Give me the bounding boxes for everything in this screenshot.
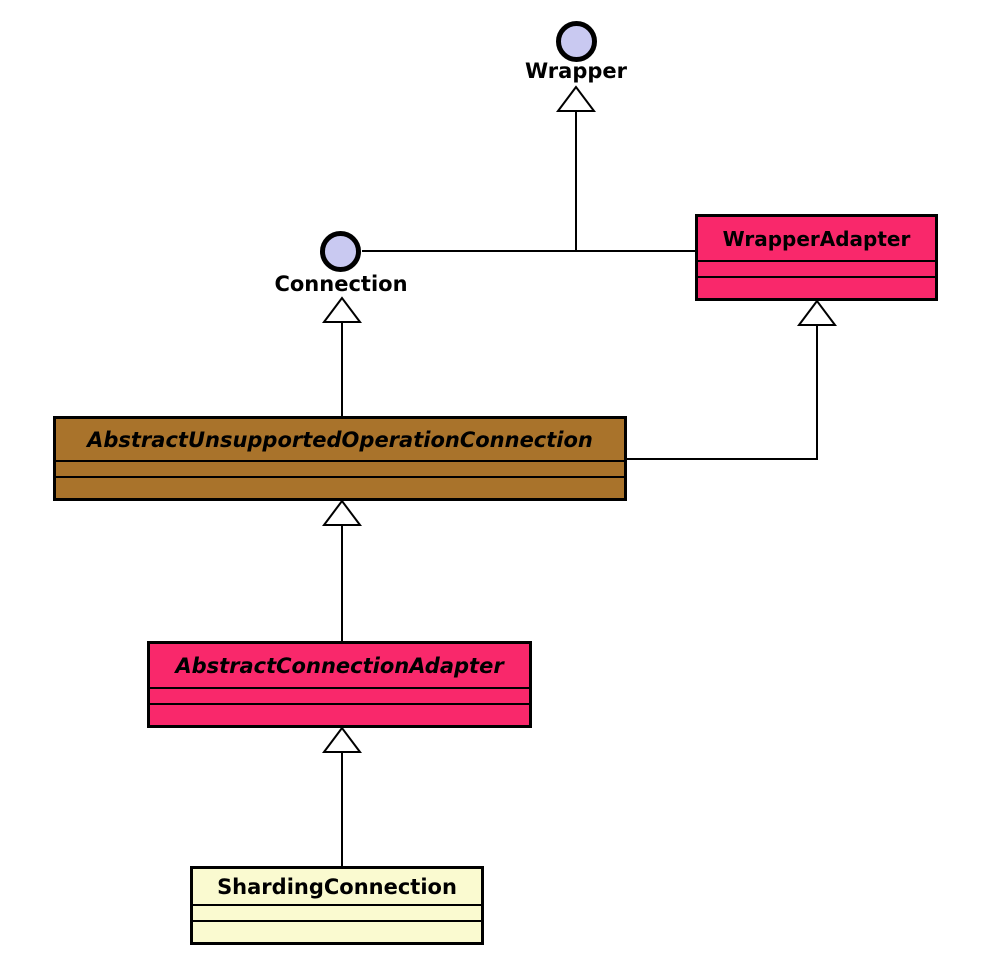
class-name: ShardingConnection xyxy=(217,874,457,899)
generalization-arrowhead-abstract-connection-adapter xyxy=(322,726,362,753)
interface-icon-connection xyxy=(320,231,361,272)
class-name: AbstractConnectionAdapter xyxy=(175,653,504,678)
generalization-arrowhead-abstract-unsupported-operation-connection xyxy=(322,499,362,526)
interface-label-wrapper: Wrapper xyxy=(525,59,627,83)
attributes-compartment xyxy=(150,687,529,703)
attributes-compartment xyxy=(193,904,481,920)
attributes-compartment xyxy=(698,260,935,276)
methods-compartment xyxy=(150,703,529,725)
generalization-arrowhead-wrapperadapter xyxy=(797,299,837,326)
methods-compartment xyxy=(698,276,935,298)
interface-icon-wrapper xyxy=(556,21,597,62)
generalization-line-to-wrapperadapter xyxy=(627,324,818,460)
generalization-arrowhead-wrapper xyxy=(556,85,596,112)
methods-compartment xyxy=(56,476,624,498)
class-name: WrapperAdapter xyxy=(722,226,911,251)
methods-compartment xyxy=(193,920,481,942)
class-box-sharding-connection: ShardingConnection xyxy=(190,866,484,945)
class-name: AbstractUnsupportedOperationConnection xyxy=(87,427,593,452)
class-box-abstract-connection-adapter: AbstractConnectionAdapter xyxy=(147,641,532,728)
attributes-compartment xyxy=(56,460,624,476)
class-box-wrapperadapter: WrapperAdapter xyxy=(695,214,938,301)
interface-label-connection: Connection xyxy=(274,272,408,296)
generalization-arrowhead-connection xyxy=(322,296,362,323)
class-box-abstract-unsupported-operation-connection: AbstractUnsupportedOperationConnection xyxy=(53,416,627,501)
